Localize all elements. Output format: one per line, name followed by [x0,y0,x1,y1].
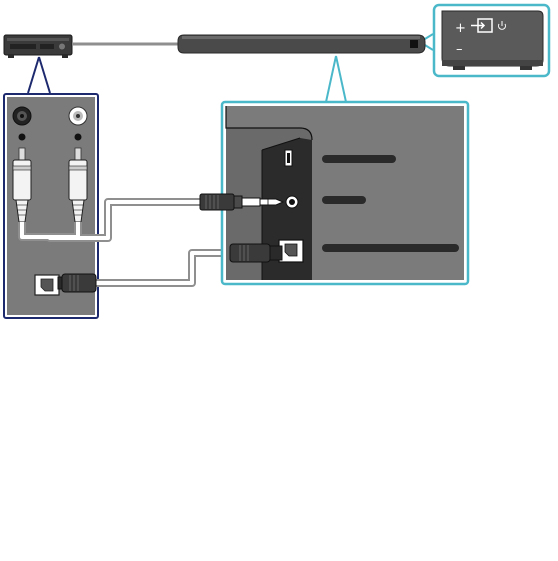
power-icon [498,21,506,30]
rca-plug-icon [12,147,32,223]
label-bar-1 [322,155,396,163]
soundbar-back-panel [220,100,470,286]
cables [18,198,232,287]
rca-jack-left [12,106,32,126]
rca-jack-right [68,106,88,126]
label-bar-3 [322,244,459,252]
optical-plug-icon [57,273,97,293]
av-player-icon [3,34,73,58]
control-panel-callout: + – [432,3,551,78]
callout-line-soundbar [325,55,347,103]
input-select-icon [471,18,493,33]
label-bar-2 [322,196,366,204]
callout-line-player [27,56,51,94]
port-slot [284,149,293,167]
3.5mm-jack-icon [199,193,285,211]
optical-port-player [34,274,60,296]
soundbar-icon [177,34,426,54]
optical-plug-icon [229,243,283,263]
rca-plug-icon [68,147,88,223]
optical-cable [96,249,232,287]
optical-port-soundbar [278,239,304,263]
plus-label: + [455,21,466,36]
minus-label: – [456,42,463,57]
analog-jack-socket [285,195,299,209]
